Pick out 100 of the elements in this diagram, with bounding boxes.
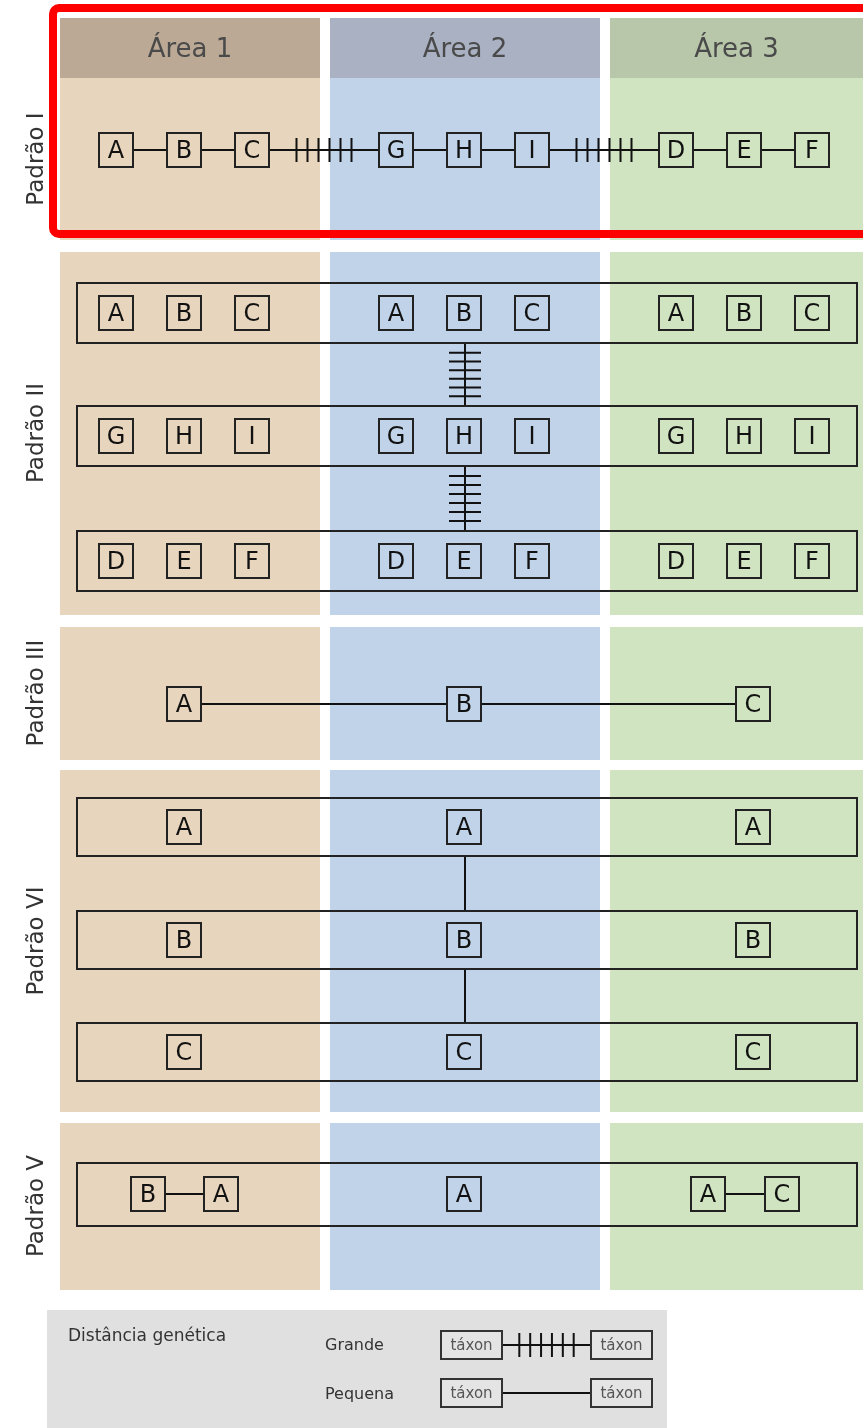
taxon-letter: D bbox=[386, 549, 406, 573]
taxon-letter: E bbox=[456, 549, 472, 573]
group-frame bbox=[76, 1162, 858, 1227]
taxon-box bbox=[234, 418, 270, 454]
taxon-letter: A bbox=[175, 815, 193, 839]
taxon-letter: E bbox=[736, 549, 752, 573]
connector-line bbox=[201, 149, 235, 151]
taxon-letter: D bbox=[666, 138, 686, 162]
taxon-letter: G bbox=[106, 424, 126, 448]
legend-title: Distância genética bbox=[68, 1325, 227, 1345]
taxon-letter: A bbox=[455, 815, 473, 839]
taxon-box bbox=[446, 809, 482, 845]
legend-label: Pequena bbox=[325, 1384, 394, 1403]
taxon-letter: I bbox=[528, 138, 536, 162]
connector-line bbox=[502, 1392, 591, 1394]
area-header bbox=[60, 18, 320, 78]
taxon-box bbox=[794, 132, 830, 168]
legend-taxon-box bbox=[440, 1330, 503, 1360]
taxon-box bbox=[658, 418, 694, 454]
taxon-box bbox=[166, 809, 202, 845]
taxon-letter: F bbox=[805, 549, 819, 573]
taxon-letter: A bbox=[455, 1182, 473, 1206]
taxon-box bbox=[98, 132, 134, 168]
taxon-box bbox=[446, 1034, 482, 1070]
legend-taxon-box bbox=[440, 1378, 503, 1408]
taxon-letter: C bbox=[803, 301, 821, 325]
connector-line bbox=[761, 149, 795, 151]
connector-line bbox=[725, 1193, 765, 1195]
taxon-label: táxon bbox=[600, 1337, 643, 1353]
taxon-box bbox=[203, 1176, 239, 1212]
taxon-box bbox=[446, 686, 482, 722]
taxon-box bbox=[726, 132, 762, 168]
taxon-box bbox=[446, 418, 482, 454]
taxon-letter: B bbox=[139, 1182, 157, 1206]
legend-label: Grande bbox=[325, 1335, 384, 1354]
taxon-letter: B bbox=[455, 692, 473, 716]
taxon-box bbox=[166, 1034, 202, 1070]
group-frame bbox=[76, 405, 858, 467]
taxon-letter: C bbox=[523, 301, 541, 325]
connector-line bbox=[464, 969, 466, 1023]
taxon-box bbox=[726, 295, 762, 331]
taxon-letter: B bbox=[744, 928, 762, 952]
taxon-box bbox=[234, 132, 270, 168]
taxon-letter: G bbox=[386, 424, 406, 448]
taxon-letter: B bbox=[175, 138, 193, 162]
taxon-box bbox=[794, 543, 830, 579]
taxon-box bbox=[690, 1176, 726, 1212]
taxon-letter: A bbox=[667, 301, 685, 325]
taxon-box bbox=[735, 686, 771, 722]
taxon-label: táxon bbox=[450, 1385, 493, 1401]
taxon-box bbox=[658, 132, 694, 168]
taxon-box bbox=[166, 418, 202, 454]
group-frame bbox=[76, 797, 858, 857]
connector-line bbox=[464, 856, 466, 911]
taxon-box bbox=[166, 686, 202, 722]
taxon-box bbox=[378, 295, 414, 331]
hatched-connector bbox=[269, 137, 379, 163]
taxon-letter: H bbox=[734, 424, 753, 448]
connector-line bbox=[201, 703, 447, 705]
area-header bbox=[330, 18, 600, 78]
taxon-letter: G bbox=[386, 138, 406, 162]
taxon-box bbox=[726, 418, 762, 454]
taxon-letter: B bbox=[735, 301, 753, 325]
taxon-box bbox=[98, 418, 134, 454]
taxon-box bbox=[378, 132, 414, 168]
taxon-box bbox=[658, 543, 694, 579]
group-frame bbox=[76, 282, 858, 344]
hatched-connector bbox=[549, 137, 659, 163]
taxon-letter: F bbox=[245, 549, 259, 573]
taxon-letter: D bbox=[106, 549, 126, 573]
row-label: Padrão III bbox=[22, 639, 48, 747]
connector-line bbox=[165, 1193, 204, 1195]
connector-line bbox=[481, 149, 515, 151]
taxon-box bbox=[446, 295, 482, 331]
taxon-letter: C bbox=[744, 1040, 762, 1064]
taxon-label: táxon bbox=[600, 1385, 643, 1401]
taxon-letter: B bbox=[175, 301, 193, 325]
taxon-box bbox=[130, 1176, 166, 1212]
taxon-letter: C bbox=[744, 692, 762, 716]
taxon-box bbox=[764, 1176, 800, 1212]
taxon-box bbox=[446, 543, 482, 579]
row-label: Padrão II bbox=[22, 383, 48, 483]
taxon-box bbox=[378, 543, 414, 579]
taxon-letter: H bbox=[174, 424, 193, 448]
taxon-box bbox=[794, 295, 830, 331]
taxon-letter: C bbox=[243, 138, 261, 162]
taxon-box bbox=[514, 543, 550, 579]
taxon-letter: G bbox=[666, 424, 686, 448]
taxon-box bbox=[166, 132, 202, 168]
taxon-letter: E bbox=[736, 138, 752, 162]
group-frame bbox=[76, 1022, 858, 1082]
connector-line bbox=[481, 703, 736, 705]
taxon-letter: I bbox=[808, 424, 816, 448]
taxon-box bbox=[658, 295, 694, 331]
taxon-box bbox=[514, 418, 550, 454]
taxon-box bbox=[735, 809, 771, 845]
taxon-box bbox=[735, 1034, 771, 1070]
taxon-letter: A bbox=[175, 692, 193, 716]
row-label: Padrão V bbox=[22, 1154, 48, 1258]
taxon-box bbox=[514, 132, 550, 168]
